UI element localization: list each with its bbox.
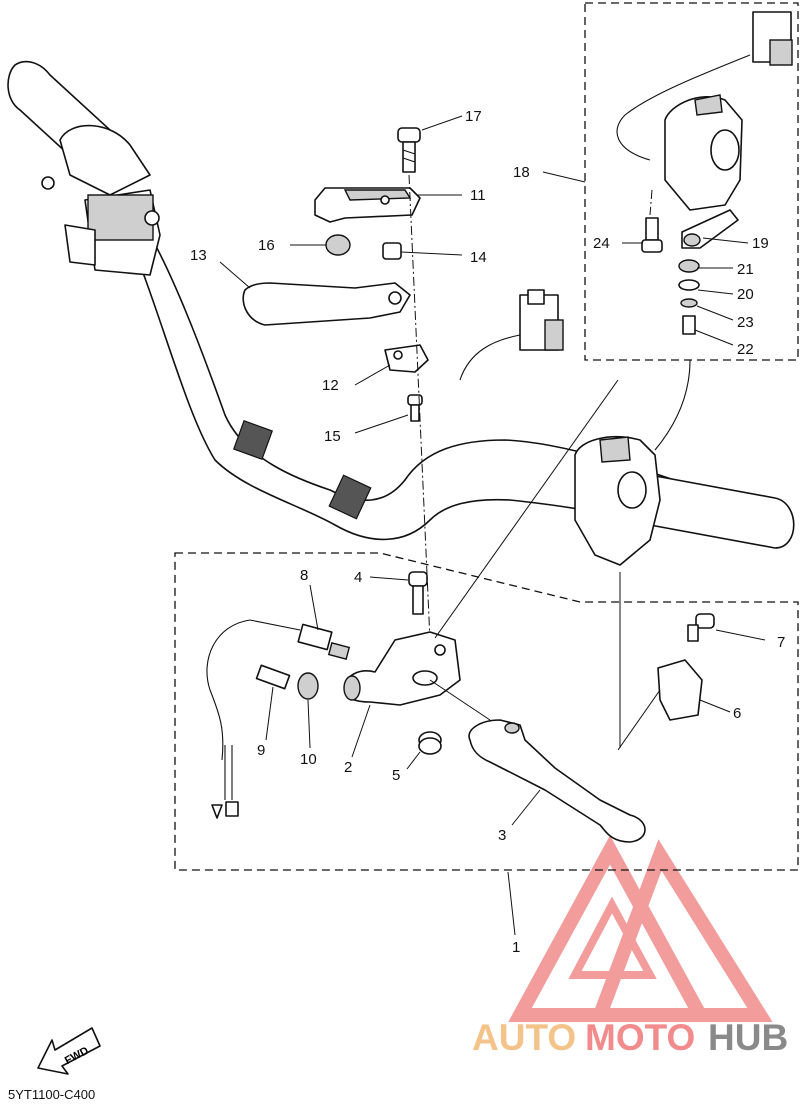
part-17-bolt	[397, 127, 421, 173]
callout-10: 10	[300, 751, 317, 768]
part-24-screw	[641, 217, 663, 253]
part-11-lever-holder	[314, 187, 421, 223]
callout-14: 14	[470, 249, 487, 266]
callout-23: 23	[737, 314, 754, 331]
left-grip-assembly	[7, 60, 161, 276]
part-10-locknut	[297, 672, 319, 700]
callout-17: 17	[465, 108, 482, 125]
part-23-washer	[680, 298, 698, 308]
part-12-plate	[384, 344, 429, 373]
callout-20: 20	[737, 286, 754, 303]
callout-1: 1	[512, 939, 520, 956]
callout-16: 16	[258, 237, 275, 254]
callout-15: 15	[324, 428, 341, 445]
part-22-screw	[682, 315, 696, 335]
part-14-collar	[382, 242, 402, 260]
right-grip	[649, 474, 795, 549]
part-5-nut	[418, 731, 442, 755]
callout-3: 3	[498, 827, 506, 844]
part-21-nut	[678, 259, 700, 273]
part-19-clamp	[681, 209, 739, 249]
knurl-ring-left	[233, 420, 273, 460]
part-3-lever	[468, 719, 646, 843]
fwd-arrow-icon: FWD	[37, 1027, 101, 1075]
connector-middle	[459, 289, 564, 381]
watermark-logo-icon	[508, 835, 773, 1022]
part-20-washer	[678, 279, 700, 291]
callout-4: 4	[354, 569, 362, 586]
part-4-pivot-bolt	[408, 571, 428, 615]
part-9-adjuster-bolt	[255, 664, 291, 690]
callout-13: 13	[190, 247, 207, 264]
callout-22: 22	[737, 341, 754, 358]
knurl-ring-right	[328, 474, 372, 520]
callout-6: 6	[733, 705, 741, 722]
part-18-switch	[616, 11, 793, 211]
part-7-bolt	[687, 613, 715, 642]
leader-lines	[219, 115, 766, 936]
callout-12: 12	[322, 377, 339, 394]
inset-box-1	[174, 552, 799, 871]
callout-8: 8	[300, 567, 308, 584]
callout-19: 19	[752, 235, 769, 252]
part-15-screw	[407, 394, 423, 422]
watermark-text: AUTO MOTO HUB	[472, 1017, 788, 1058]
part-13-lever	[242, 282, 411, 326]
diagram-code: 5YT1100-C400	[8, 1087, 95, 1101]
watermark-auto: AUTO	[472, 1017, 576, 1058]
inset-box-18	[584, 2, 799, 361]
watermark-moto: MOTO	[585, 1017, 695, 1058]
part-2-lever-holder	[343, 631, 461, 706]
callout-7: 7	[777, 634, 785, 651]
callout-labels: 1 2 3 4 5 6 7 8 9 10 11 12 13 14 15 16 1…	[190, 108, 785, 956]
callout-18: 18	[513, 164, 530, 181]
part-8-clutch-switch	[206, 619, 351, 819]
callout-9: 9	[257, 742, 265, 759]
callout-2: 2	[344, 759, 352, 776]
right-switch-assembly	[574, 436, 661, 566]
callout-5: 5	[392, 767, 400, 784]
watermark-hub: HUB	[708, 1017, 788, 1058]
part-16-cap	[325, 234, 351, 256]
callout-21: 21	[737, 261, 754, 278]
part-6-clamp	[657, 659, 703, 721]
callout-24: 24	[593, 235, 610, 252]
callout-11: 11	[470, 187, 486, 204]
